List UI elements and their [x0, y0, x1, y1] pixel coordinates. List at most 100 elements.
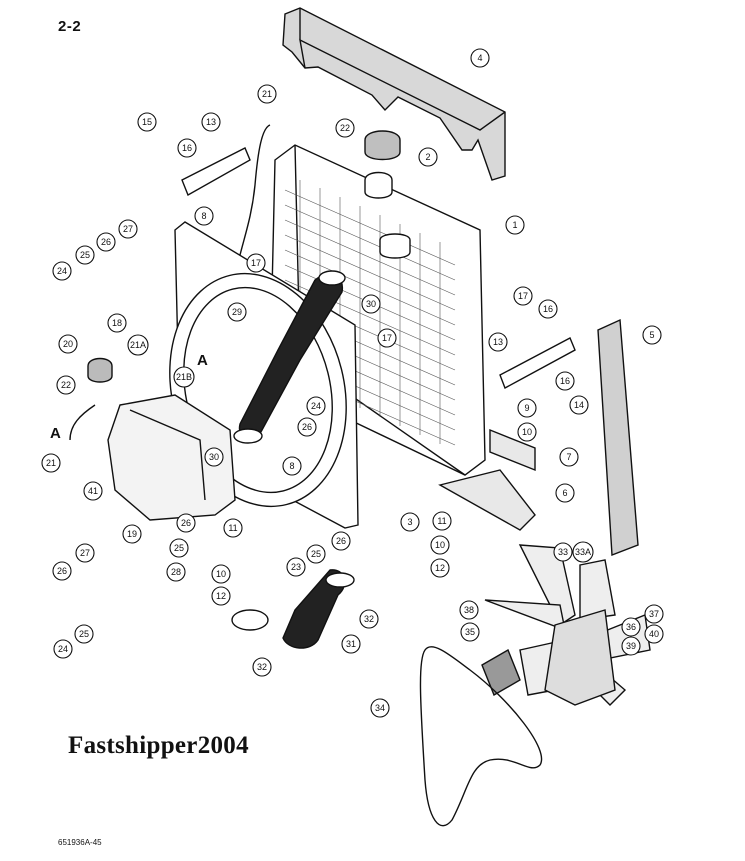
callout-number: 38 — [464, 605, 474, 615]
callout-circle — [176, 513, 196, 533]
callout-number: 15 — [142, 117, 152, 127]
part-callout: 28 — [166, 562, 186, 582]
callout-number: 29 — [232, 307, 242, 317]
part-callout: 41 — [83, 481, 103, 501]
part-callout: 16 — [177, 138, 197, 158]
part-callout: 16 — [555, 371, 575, 391]
callout-number: 1 — [512, 220, 517, 230]
callout-number: 13 — [493, 337, 503, 347]
callout-circle — [246, 253, 266, 273]
part-callout: 35 — [460, 622, 480, 642]
callout-number: 9 — [524, 403, 529, 413]
fan-belt — [419, 646, 543, 827]
radiator-top-cover — [282, 7, 506, 181]
part-callout: 20 — [58, 334, 78, 354]
part-callout: 25 — [306, 544, 326, 564]
callout-number: 25 — [80, 250, 90, 260]
callout-number: 25 — [174, 543, 184, 553]
callout-circle — [52, 261, 72, 281]
mounting-bracket — [181, 147, 251, 197]
part-callout: 23 — [286, 557, 306, 577]
callout-number: 26 — [181, 518, 191, 528]
part-callout: 27 — [75, 543, 95, 563]
callout-circle — [211, 586, 231, 606]
callout-circle — [553, 542, 573, 562]
callout-number: 13 — [206, 117, 216, 127]
callout-circle — [505, 215, 525, 235]
part-callout: 27 — [118, 219, 138, 239]
callout-number: 10 — [522, 427, 532, 437]
callout-circle — [107, 313, 127, 333]
callout-number: 25 — [311, 549, 321, 559]
callout-circle — [459, 600, 479, 620]
callout-circle — [177, 138, 197, 158]
part-callout: 8 — [194, 206, 214, 226]
callout-number: 33A — [575, 547, 591, 557]
callout-number: 21 — [262, 89, 272, 99]
callout-number: 11 — [437, 516, 446, 526]
callout-number: 2 — [425, 152, 430, 162]
callout-number: 10 — [435, 540, 445, 550]
part-callout: 32 — [252, 657, 272, 677]
page-number: 2-2 — [58, 18, 82, 35]
callout-number: 30 — [366, 299, 376, 309]
callout-number: 5 — [649, 330, 654, 340]
callout-number: 23 — [291, 562, 301, 572]
part-callout: 21 — [41, 453, 61, 473]
part-callout: 24 — [52, 261, 72, 281]
callout-circle — [127, 334, 149, 356]
part-callout: 25 — [169, 538, 189, 558]
callout-circle — [53, 639, 73, 659]
hose-clamp — [318, 270, 346, 286]
part-callout: 12 — [211, 586, 231, 606]
callout-circle — [517, 422, 537, 442]
callout-circle — [118, 219, 138, 239]
part-callout: 21B — [173, 366, 195, 388]
callout-circle — [201, 112, 221, 132]
callout-circle — [96, 232, 116, 252]
part-callout: 30 — [361, 294, 381, 314]
callout-circle — [282, 456, 302, 476]
callout-circle — [430, 558, 450, 578]
callout-number: 41 — [88, 486, 98, 496]
callout-number: 37 — [649, 609, 659, 619]
callout-number: 20 — [63, 339, 73, 349]
callout-number: 39 — [626, 641, 636, 651]
callout-number: 32 — [257, 662, 267, 672]
part-callout: 26 — [52, 561, 72, 581]
callout-number: 11 — [228, 523, 237, 533]
callout-number: 36 — [626, 622, 636, 632]
callout-circle — [377, 328, 397, 348]
callout-number: 16 — [560, 376, 570, 386]
callout-circle — [572, 541, 594, 563]
part-callout: 13 — [201, 112, 221, 132]
part-callout: 5 — [642, 325, 662, 345]
part-callout: 11 — [223, 518, 243, 538]
callout-circle — [430, 535, 450, 555]
callout-circle — [513, 286, 533, 306]
part-callout: 22 — [56, 375, 76, 395]
callout-number: 26 — [57, 566, 67, 576]
callout-circle — [644, 604, 664, 624]
callout-circle — [166, 562, 186, 582]
part-callout: 13 — [488, 332, 508, 352]
part-callout: 39 — [621, 636, 641, 656]
connection-letter: A — [50, 425, 61, 442]
part-callout: 18 — [107, 313, 127, 333]
callout-number: 17 — [382, 333, 392, 343]
callout-circle — [223, 518, 243, 538]
part-callout: 32 — [359, 609, 379, 629]
callout-number: 31 — [346, 639, 356, 649]
callout-number: 7 — [566, 452, 571, 462]
part-callout: 40 — [644, 624, 664, 644]
callout-circle — [555, 371, 575, 391]
callout-circle — [173, 366, 195, 388]
callout-circle — [488, 332, 508, 352]
part-callout: 17 — [377, 328, 397, 348]
tank-cap — [87, 357, 113, 383]
part-callout: 34 — [370, 698, 390, 718]
part-callout: 8 — [282, 456, 302, 476]
part-callout: 19 — [122, 524, 142, 544]
callout-number: 27 — [80, 548, 90, 558]
